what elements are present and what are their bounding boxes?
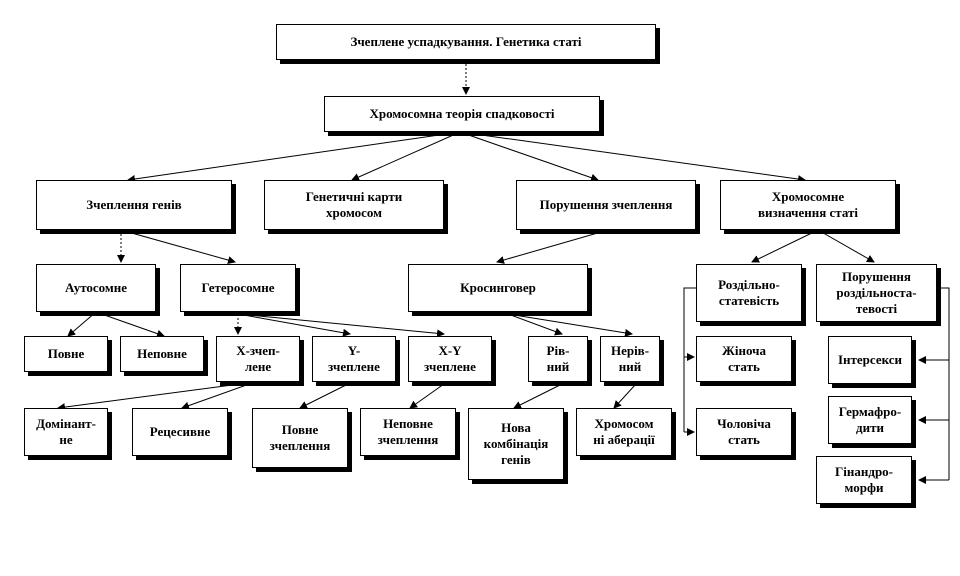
node-gynandromorphs: Гінандро- морфи	[816, 456, 912, 504]
arrow-hetero-xy	[237, 313, 445, 338]
arrow-linkage-hetero	[120, 229, 236, 264]
node-heterosomal: Гетеросомне	[180, 264, 296, 312]
arrow-equal-newcomb	[513, 383, 563, 409]
arrow-auto-incomplete	[95, 311, 165, 338]
node-root-title: Зчеплене успадкування. Генетика статі	[276, 24, 656, 60]
arrow-sexdet-separate	[751, 229, 819, 263]
arrow-x-dominant	[57, 381, 256, 412]
node-sex-determination: Хромосомне визначення статі	[720, 180, 896, 230]
arrow-unequal-aberr	[613, 383, 637, 409]
node-female-sex: Жіноча стать	[696, 336, 792, 382]
node-unequal: Нерів- ний	[600, 336, 660, 382]
arrow-cross-equal	[507, 313, 563, 336]
bracket-sepviol	[937, 287, 950, 480]
node-dominant: Домінант- не	[24, 408, 108, 456]
node-chromosome-theory: Хромосомна теорія спадковості	[324, 96, 600, 132]
node-genetic-maps: Генетичні карти хромосом	[264, 180, 444, 230]
node-linkage-breach: Порушення зчеплення	[516, 180, 696, 230]
arrow-theory-breach	[459, 131, 599, 182]
arrow-y-fulllink	[299, 383, 349, 409]
arrow-x-recessive	[181, 381, 256, 410]
node-crossing-over: Кросинговер	[408, 264, 588, 312]
node-y-linked: Y- зчеплене	[312, 336, 396, 382]
node-incomplete: Неповне	[120, 336, 204, 372]
node-complete-linkage: Повне зчеплення	[252, 408, 348, 468]
node-dioecy-violation: Порушення роздільноста- тевості	[816, 264, 937, 322]
node-incomplete-linkage: Неповне зчеплення	[360, 408, 456, 456]
arrow-cross-unequal	[507, 313, 633, 337]
arrow-breach-cross	[496, 229, 609, 264]
arrow-hetero-y	[237, 313, 351, 337]
node-xy-linked: X-Y зчеплене	[408, 336, 492, 382]
arrow-sexdet-sepviol	[817, 229, 875, 263]
node-autosomal: Аутосомне	[36, 264, 156, 312]
node-equal: Рів- ний	[528, 336, 588, 382]
node-hermaphrodites: Гермафро- дити	[828, 396, 912, 444]
node-recessive: Рецесивне	[132, 408, 228, 456]
arrow-auto-full	[67, 311, 97, 337]
arrow-theory-maps	[351, 131, 461, 181]
arrow-theory-linkage	[127, 131, 461, 183]
arrow-xy-partlink	[409, 383, 445, 409]
node-male-sex: Чоловіча стать	[696, 408, 792, 456]
node-gene-linkage: Зчеплення генів	[36, 180, 232, 230]
node-chromosome-aberrations: Хромосом ні аберації	[576, 408, 672, 456]
node-dioecy: Роздільно- статевість	[696, 264, 802, 322]
bracket-separate	[683, 287, 696, 432]
node-complete: Повне	[24, 336, 108, 372]
node-new-combination: Нова комбінація генів	[468, 408, 564, 480]
arrow-theory-sexdet	[459, 131, 806, 183]
node-intersex: Інтерсекси	[828, 336, 912, 384]
node-x-linked: Х-зчеп- лене	[216, 336, 300, 382]
